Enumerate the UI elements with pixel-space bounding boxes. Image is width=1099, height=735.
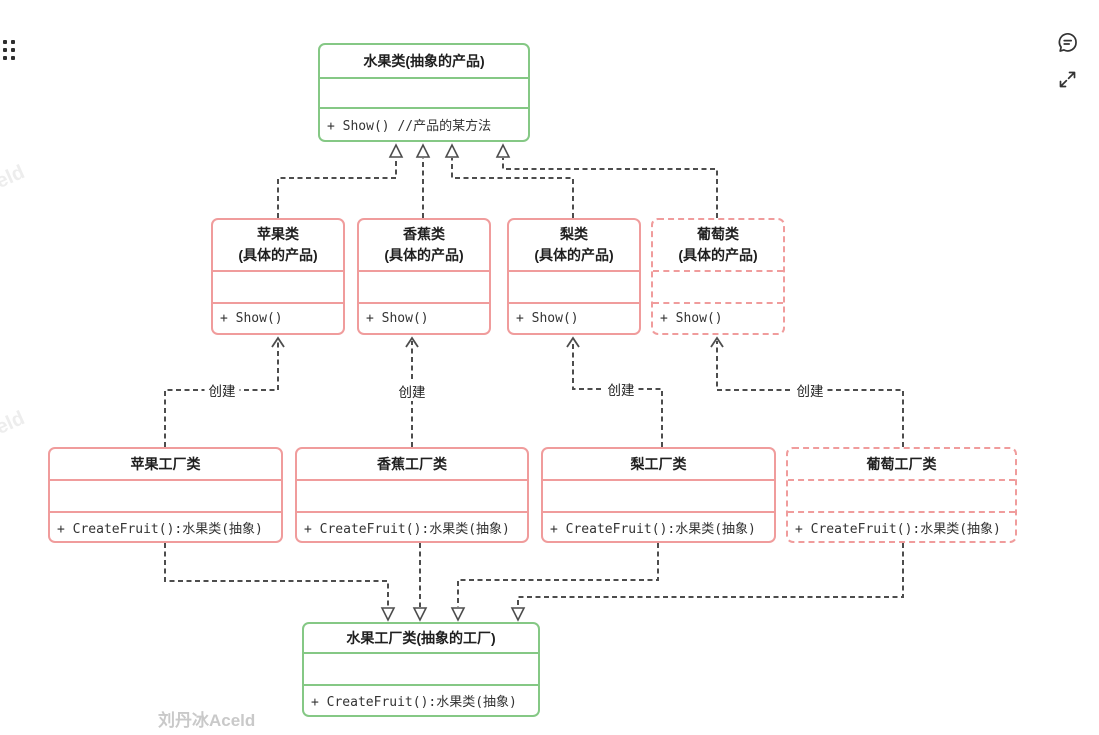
class-box-grape-factory[interactable]: 葡萄工厂类 + CreateFruit():水果类(抽象) bbox=[786, 447, 1017, 543]
class-attributes-empty bbox=[788, 481, 1015, 513]
edge-label-create[interactable]: 创建 bbox=[394, 381, 430, 401]
edge-create-grape[interactable] bbox=[716, 341, 904, 447]
class-attributes-empty bbox=[543, 481, 774, 513]
class-method: + Show() bbox=[660, 311, 723, 326]
edge-inherit-apple-product[interactable] bbox=[277, 158, 397, 218]
inherit-arrowhead bbox=[380, 607, 396, 622]
expand-icon[interactable] bbox=[1058, 70, 1077, 89]
class-method: + CreateFruit():水果类(抽象) bbox=[57, 521, 263, 537]
class-method: + CreateFruit():水果类(抽象) bbox=[311, 695, 517, 710]
edge-inherit-apple-factory[interactable] bbox=[164, 543, 389, 607]
class-title: 苹果类 (具体的产品) bbox=[213, 220, 343, 272]
class-attributes-empty bbox=[297, 481, 527, 513]
inherit-arrowhead bbox=[495, 143, 511, 158]
class-method: + Show() bbox=[366, 311, 429, 326]
class-attributes-empty bbox=[50, 481, 281, 513]
class-box-banana-factory[interactable]: 香蕉工厂类 + CreateFruit():水果类(抽象) bbox=[295, 447, 529, 543]
edge-label-create[interactable]: 创建 bbox=[792, 380, 828, 400]
edge-inherit-grape-factory[interactable] bbox=[517, 543, 904, 607]
edge-inherit-pear-factory[interactable] bbox=[457, 543, 659, 607]
class-attributes-empty bbox=[213, 272, 343, 304]
inherit-arrowhead bbox=[444, 143, 460, 158]
inherit-arrowhead bbox=[510, 607, 526, 622]
class-attributes-empty bbox=[509, 272, 639, 304]
create-arrowhead bbox=[566, 336, 580, 348]
class-title: 水果类(抽象的产品) bbox=[320, 45, 528, 79]
class-title: 香蕉工厂类 bbox=[297, 449, 527, 481]
class-attributes-empty bbox=[359, 272, 489, 304]
class-box-abstract-factory[interactable]: 水果工厂类(抽象的工厂) + CreateFruit():水果类(抽象) bbox=[302, 622, 540, 717]
class-method: + Show() bbox=[220, 311, 283, 326]
inherit-arrowhead bbox=[450, 607, 466, 622]
class-method: + Show() bbox=[516, 311, 579, 326]
class-box-pear-product[interactable]: 梨类 (具体的产品) + Show() bbox=[507, 218, 641, 335]
class-title: 水果工厂类(抽象的工厂) bbox=[304, 624, 538, 654]
inherit-arrowhead bbox=[412, 607, 428, 622]
class-title: 葡萄类 (具体的产品) bbox=[653, 220, 783, 272]
class-title: 梨类 (具体的产品) bbox=[509, 220, 639, 272]
class-box-banana-product[interactable]: 香蕉类 (具体的产品) + Show() bbox=[357, 218, 491, 335]
class-title: 葡萄工厂类 bbox=[788, 449, 1015, 481]
class-method: + CreateFruit():水果类(抽象) bbox=[550, 521, 756, 537]
class-title: 梨工厂类 bbox=[543, 449, 774, 481]
class-box-grape-product[interactable]: 葡萄类 (具体的产品) + Show() bbox=[651, 218, 785, 335]
class-title: 香蕉类 (具体的产品) bbox=[359, 220, 489, 272]
edge-inherit-grape-product[interactable] bbox=[502, 158, 718, 218]
inherit-arrowhead bbox=[388, 143, 404, 158]
class-attributes-empty bbox=[653, 272, 783, 304]
class-attributes-empty bbox=[320, 79, 528, 109]
class-method: + CreateFruit():水果类(抽象) bbox=[795, 521, 1001, 537]
class-box-pear-factory[interactable]: 梨工厂类 + CreateFruit():水果类(抽象) bbox=[541, 447, 776, 543]
inherit-arrowhead bbox=[415, 143, 431, 158]
comment-icon[interactable] bbox=[1056, 32, 1079, 55]
class-attributes-empty bbox=[304, 654, 538, 686]
edge-label-create[interactable]: 创建 bbox=[204, 380, 240, 400]
drag-handle-icon[interactable] bbox=[3, 40, 15, 60]
class-box-abstract-product[interactable]: 水果类(抽象的产品) + Show() //产品的某方法 bbox=[318, 43, 530, 142]
class-method: + Show() //产品的某方法 bbox=[327, 119, 492, 134]
edge-label-create[interactable]: 创建 bbox=[603, 379, 639, 399]
class-method: + CreateFruit():水果类(抽象) bbox=[304, 521, 510, 537]
create-arrowhead bbox=[710, 336, 724, 348]
class-box-apple-product[interactable]: 苹果类 (具体的产品) + Show() bbox=[211, 218, 345, 335]
corner-toolbar bbox=[1056, 32, 1079, 89]
class-title: 苹果工厂类 bbox=[50, 449, 281, 481]
edge-inherit-pear-product[interactable] bbox=[451, 158, 574, 218]
class-box-apple-factory[interactable]: 苹果工厂类 + CreateFruit():水果类(抽象) bbox=[48, 447, 283, 543]
create-arrowhead bbox=[271, 336, 285, 348]
create-arrowhead bbox=[405, 336, 419, 348]
